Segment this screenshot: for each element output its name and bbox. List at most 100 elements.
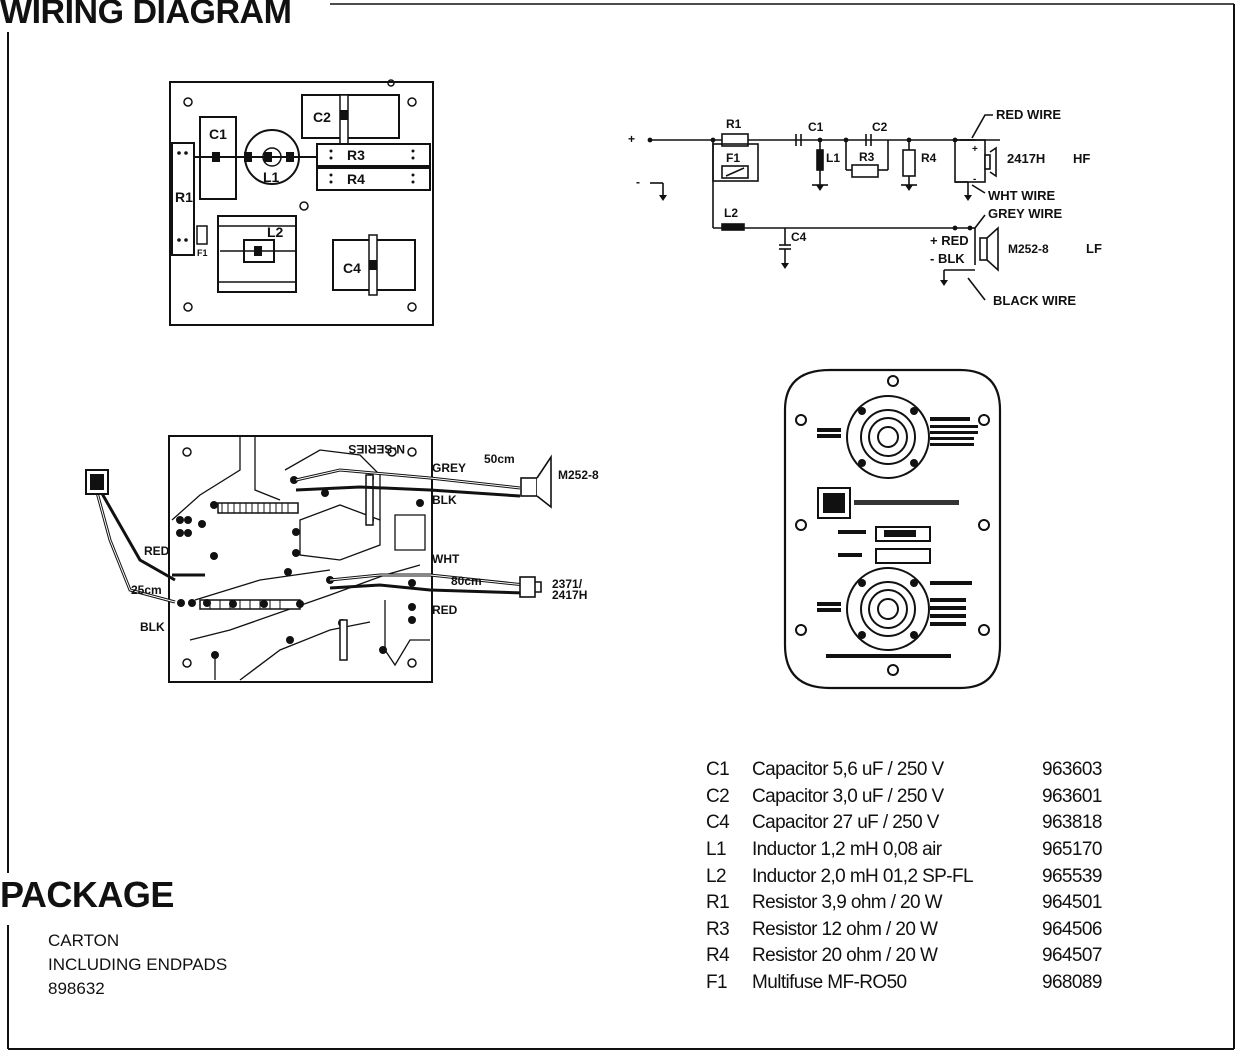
label-r1: R1	[175, 189, 193, 205]
sch-label-c1: C1	[808, 120, 824, 134]
part-description: Resistor 12 ohm / 20 W	[752, 918, 938, 940]
pcb-len-in: 25cm	[131, 583, 162, 597]
sch-red-wire: RED WIRE	[996, 107, 1061, 122]
pcb-blk-left: BLK	[140, 620, 165, 634]
sch-label-f1: F1	[726, 151, 740, 165]
package-contents: CARTON INCLUDING ENDPADS 898632	[48, 929, 227, 1001]
package-line: 898632	[48, 979, 105, 998]
sch-lf-driver	[979, 237, 988, 261]
part-number: 965170	[1042, 839, 1102, 861]
part-description: Multifuse MF-RO50	[752, 972, 907, 994]
part-description: Capacitor 5,6 uF / 250 V	[752, 759, 944, 781]
part-ref: R4	[706, 945, 730, 967]
r1-resistor	[171, 142, 195, 256]
pcb-red-left: RED	[144, 544, 170, 558]
hf-speaker-terminal	[519, 576, 536, 598]
sch-hf-plus: +	[972, 144, 978, 155]
part-description: Inductor 2,0 mH 01,2 SP-FL	[752, 865, 974, 887]
pcb-len-hf: 80cm	[451, 574, 482, 588]
parts-row: C1 Capacitor 5,6 uF / 250 V 963603	[706, 757, 1122, 784]
sch-black-wire: BLACK WIRE	[993, 293, 1076, 308]
part-ref: R1	[706, 892, 730, 914]
sch-r1	[721, 133, 749, 147]
pcb-wht: WHT	[432, 552, 460, 566]
sch-r3	[851, 164, 879, 178]
part-number: 965539	[1042, 865, 1102, 887]
part-number: 963603	[1042, 759, 1102, 781]
pcb-series-label: N-SERIES	[348, 442, 405, 456]
part-number: 963818	[1042, 812, 1102, 834]
part-ref: C2	[706, 785, 730, 807]
pcb-hf-model-2: 2417H	[552, 588, 587, 602]
part-ref: F1	[706, 972, 728, 994]
page-title: WIRING DIAGRAM	[0, 0, 302, 32]
part-ref: L1	[706, 839, 727, 861]
part-ref: R3	[706, 918, 730, 940]
part-description: Resistor 20 ohm / 20 W	[752, 945, 938, 967]
parts-row: C4 Capacitor 27 uF / 250 V 963818	[706, 810, 1122, 837]
sch-grey-wire: GREY WIRE	[988, 206, 1062, 221]
part-number: 964507	[1042, 945, 1102, 967]
parts-row: R3 Resistor 12 ohm / 20 W 964506	[706, 917, 1122, 944]
f1-fuse	[196, 225, 208, 245]
sch-label-r1: R1	[726, 117, 742, 131]
label-f1: F1	[197, 248, 208, 258]
sch-label-c4: C4	[791, 230, 807, 244]
parts-row: R4 Resistor 20 ohm / 20 W 964507	[706, 943, 1122, 970]
part-description: Capacitor 3,0 uF / 250 V	[752, 785, 944, 807]
sch-hf-model: 2417H	[1007, 151, 1045, 166]
package-title: PACKAGE	[0, 873, 180, 917]
label-c1: C1	[209, 126, 227, 142]
part-number: 964506	[1042, 918, 1102, 940]
sch-hf: HF	[1073, 151, 1090, 166]
part-number: 968089	[1042, 972, 1102, 994]
sch-hf-minus: -	[973, 174, 976, 185]
package-line: CARTON	[48, 931, 120, 950]
r3-resistor	[316, 143, 431, 167]
part-ref: L2	[706, 865, 727, 887]
label-c4: C4	[343, 260, 361, 276]
label-l1: L1	[263, 169, 280, 185]
sch-lf: LF	[1086, 241, 1102, 256]
label-c2: C2	[313, 109, 331, 125]
label-r4: R4	[347, 171, 365, 187]
label-r3: R3	[347, 147, 365, 163]
part-description: Resistor 3,9 ohm / 20 W	[752, 892, 943, 914]
parts-row: R1 Resistor 3,9 ohm / 20 W 964501	[706, 890, 1122, 917]
parts-row: C2 Capacitor 3,0 uF / 250 V 963601	[706, 784, 1122, 811]
pcb-hf-model-1: 2371/	[552, 577, 583, 591]
pcb-grey: GREY	[432, 461, 466, 475]
label-l2: L2	[267, 224, 284, 240]
sch-wht-wire: WHT WIRE	[988, 188, 1055, 203]
r4-resistor	[316, 167, 431, 191]
part-description: Inductor 1,2 mH 0,08 air	[752, 839, 942, 861]
pcb-red-right: RED	[432, 603, 458, 617]
part-number: 963601	[1042, 785, 1102, 807]
sch-red: + RED	[930, 233, 969, 248]
part-description: Capacitor 27 uF / 250 V	[752, 812, 939, 834]
pcb-blk-top: BLK	[432, 493, 457, 507]
parts-row: L1 Inductor 1,2 mH 0,08 air 965170	[706, 837, 1122, 864]
pcb-lf-model: M252-8	[558, 468, 599, 482]
sch-label-l2: L2	[724, 206, 738, 220]
sch-lf-model: M252-8	[1008, 242, 1049, 256]
pcb-len-lf: 50cm	[484, 452, 515, 466]
parts-row: F1 Multifuse MF-RO50 968089	[706, 970, 1122, 997]
c2-capacitor	[301, 94, 400, 139]
sch-label-r4: R4	[921, 151, 937, 165]
part-ref: C4	[706, 812, 730, 834]
part-number: 964501	[1042, 892, 1102, 914]
part-ref: C1	[706, 759, 730, 781]
parts-row: L2 Inductor 2,0 mH 01,2 SP-FL 965539	[706, 863, 1122, 890]
sch-label-r3: R3	[859, 150, 875, 164]
package-line: INCLUDING ENDPADS	[48, 955, 228, 974]
sch-plus: +	[628, 132, 635, 146]
sch-blk: - BLK	[930, 251, 965, 266]
sch-label-c2: C2	[872, 120, 888, 134]
